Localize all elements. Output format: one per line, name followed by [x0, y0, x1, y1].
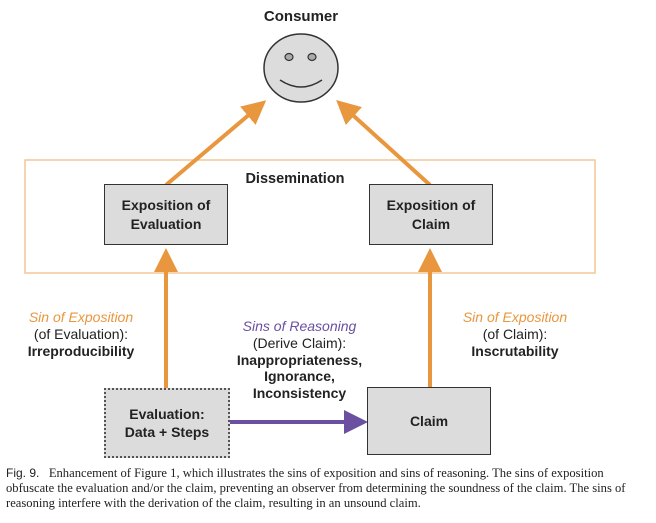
sins-of-reasoning: Sins of Reasoning (Derive Claim): Inappr… [212, 318, 387, 402]
annotation-title: Sins of Reasoning [242, 318, 357, 334]
dissemination-frame [24, 159, 596, 274]
exposition-of-claim-box: Exposition of Claim [369, 184, 493, 245]
annotation-name: Inscrutability [471, 342, 559, 359]
caption-prefix: Fig. 9. [6, 466, 40, 480]
sin-of-exposition-evaluation: Sin of Exposition (of Evaluation): Irrep… [6, 309, 156, 359]
arrow-exposition-evaluation-to-consumer [164, 100, 267, 187]
box-line: Claim [411, 215, 451, 232]
dissemination-label: Dissemination [245, 171, 345, 187]
sin-of-exposition-claim: Sin of Exposition (of Claim): Inscrutabi… [440, 309, 590, 359]
claim-box: Claim [367, 387, 491, 455]
diagram-canvas [24, 33, 596, 434]
smiley-face-icon [263, 33, 339, 103]
box-line: Evaluation: [129, 405, 205, 422]
annotation-sub: (Derive Claim): [252, 334, 347, 351]
caption-text: Enhancement of Figure 1, which illustrat… [6, 466, 626, 510]
box-line: Exposition of [121, 197, 211, 214]
evaluation-box: Evaluation: Data + Steps [104, 388, 230, 458]
annotation-title: Sin of Exposition [28, 309, 134, 325]
annotation-sub: (of Claim): [482, 325, 548, 342]
annotation-name: Inconsistency [252, 385, 347, 402]
consumer-label: Consumer [263, 8, 339, 25]
box-line: Evaluation [130, 215, 202, 232]
annotation-sub: (of Evaluation): [33, 325, 129, 342]
annotation-name: Inappropriateness, [236, 351, 363, 368]
figure-caption: Fig. 9. Enhancement of Figure 1, which i… [6, 466, 652, 511]
annotation-name: Irreproducibility [27, 342, 135, 359]
box-line: Exposition of [386, 197, 476, 214]
box-line: Claim [409, 412, 449, 429]
annotation-title: Sin of Exposition [462, 309, 568, 325]
arrow-exposition-claim-to-consumer [336, 99, 432, 187]
box-line: Data + Steps [124, 424, 210, 440]
exposition-of-evaluation-box: Exposition of Evaluation [104, 184, 228, 245]
annotation-name: Ignorance, [264, 368, 335, 385]
